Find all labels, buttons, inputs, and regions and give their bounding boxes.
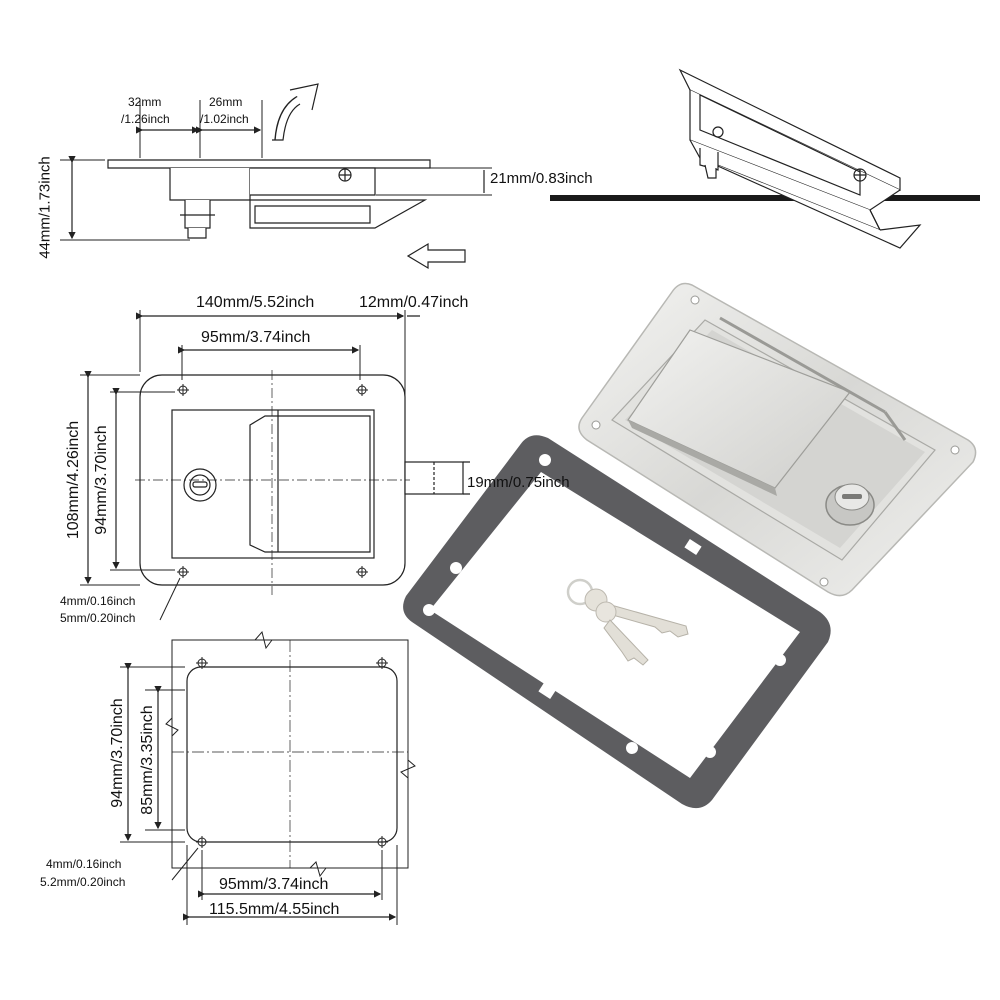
front-view — [80, 310, 470, 621]
front-hole-size-2-label: 5mm/0.20inch — [60, 611, 136, 625]
cutout-inner-width-label: 95mm/3.74inch — [219, 876, 329, 893]
front-total-width-label: 140mm/5.52inch — [196, 294, 315, 311]
front-inner-height-label: 94mm/3.70inch — [93, 425, 110, 535]
cutout-holes — [196, 657, 388, 848]
bolt-offset-label: 12mm/0.47inch — [359, 294, 469, 311]
dim-32-mm-label: 32mm — [128, 95, 162, 109]
keys-photo — [566, 578, 689, 666]
cutout-view — [120, 630, 416, 925]
mount-holes — [177, 384, 368, 578]
side-view — [60, 83, 492, 270]
cutout-outer-height-label: 94mm/3.70inch — [109, 698, 126, 808]
cutout-inner-height-label: 85mm/3.35inch — [139, 705, 156, 815]
product-photo — [403, 282, 977, 809]
front-inner-width-label: 95mm/3.74inch — [201, 329, 311, 346]
front-hole-size-1-label: 4mm/0.16inch — [60, 594, 136, 608]
bolt-length-label: 19mm/0.75inch — [467, 474, 570, 491]
front-total-height-label: 108mm/4.26inch — [65, 420, 82, 540]
dim-32-inch-label: /1.26inch — [121, 112, 170, 126]
flange-depth-label: 21mm/0.83inch — [490, 170, 593, 187]
cutout-outer-width-label: 115.5mm/4.55inch — [209, 901, 340, 918]
cutout-hole-size-2-label: 5.2mm/0.20inch — [40, 875, 126, 889]
cutout-hole-size-1-label: 4mm/0.16inch — [46, 857, 122, 871]
side-height-label: 44mm/1.73inch — [36, 156, 54, 259]
iso-view — [550, 68, 980, 249]
dim-26-inch-label: /1.02inch — [200, 112, 249, 126]
dim-26-mm-label: 26mm — [209, 95, 243, 109]
